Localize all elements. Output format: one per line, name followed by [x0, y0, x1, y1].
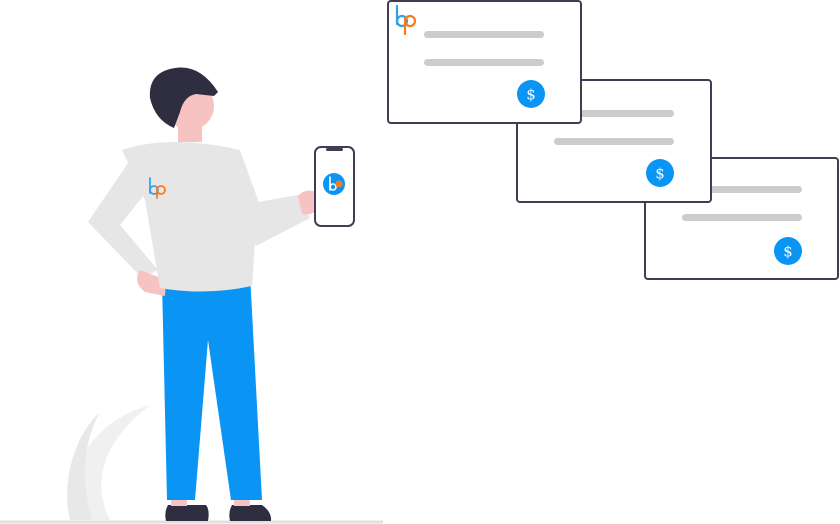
text-line [424, 59, 544, 66]
hair [149, 67, 218, 128]
bp-logo-icon [395, 4, 417, 36]
bp-logo-icon [149, 177, 166, 199]
text-line [682, 214, 802, 221]
right-hand [298, 190, 318, 215]
dollar-symbol: $ [526, 86, 536, 104]
right-shoe [229, 505, 272, 521]
left-hand [136, 270, 166, 296]
person-figure [88, 67, 318, 521]
invoice-card-1[interactable]: $ [387, 0, 582, 124]
plant-leaves [67, 405, 150, 520]
dollar-symbol: $ [655, 165, 665, 183]
text-line [424, 31, 544, 38]
sweater [122, 142, 258, 292]
dollar-symbol: $ [783, 243, 793, 261]
smartphone[interactable] [314, 146, 355, 227]
text-line [554, 110, 674, 117]
pants [162, 274, 262, 500]
dollar-icon[interactable]: $ [774, 237, 802, 265]
right-arm [232, 152, 310, 246]
dollar-icon[interactable]: $ [517, 80, 545, 108]
bp-app-icon[interactable] [323, 173, 345, 195]
text-line [554, 138, 674, 145]
phone-notch [326, 148, 343, 151]
left-shoe [165, 505, 209, 521]
dollar-icon[interactable]: $ [646, 159, 674, 187]
